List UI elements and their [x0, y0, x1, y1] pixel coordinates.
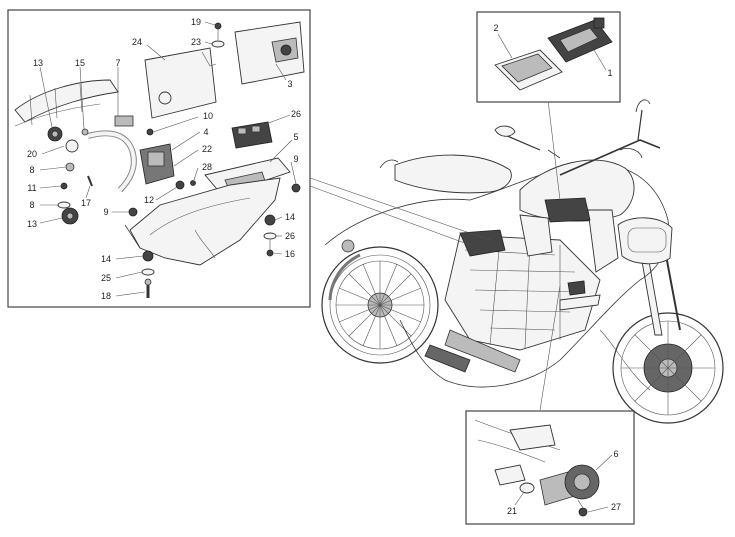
callout-26-upper: 26 — [291, 109, 301, 119]
callout-3: 3 — [287, 79, 292, 89]
callout-15: 15 — [75, 58, 85, 68]
callout-14-right: 14 — [285, 212, 295, 222]
callout-18: 18 — [101, 291, 111, 301]
rear-wheel — [321, 246, 439, 364]
callout-2: 2 — [493, 23, 498, 33]
callout-9-left: 9 — [103, 207, 108, 217]
callout-23: 23 — [191, 37, 201, 47]
callout-labels: 19 23 24 3 13 15 7 10 4 26 5 20 22 28 8 … — [27, 17, 621, 516]
rear-electrics-inset — [7, 9, 311, 308]
callout-13-upper: 13 — [33, 58, 43, 68]
front-wheel — [612, 312, 724, 424]
leader-lines — [309, 99, 561, 411]
callout-21: 21 — [507, 506, 517, 516]
callout-6: 6 — [613, 449, 618, 459]
callout-7: 7 — [115, 58, 120, 68]
motorcycle-illustration — [321, 99, 724, 424]
callout-28: 28 — [202, 162, 212, 172]
callout-24: 24 — [132, 37, 142, 47]
callout-13-lower: 13 — [27, 219, 37, 229]
callout-27: 27 — [611, 502, 621, 512]
ecu-inset — [476, 11, 621, 103]
horn-inset — [465, 410, 635, 525]
callout-10: 10 — [203, 111, 213, 121]
callout-4: 4 — [203, 127, 208, 137]
callout-12: 12 — [144, 195, 154, 205]
callout-20: 20 — [27, 149, 37, 159]
callout-17: 17 — [81, 198, 91, 208]
callout-leaders — [39, 21, 613, 513]
callout-1: 1 — [607, 68, 612, 78]
callout-22: 22 — [202, 144, 212, 154]
callout-14-left: 14 — [101, 254, 111, 264]
callout-9-right: 9 — [293, 154, 298, 164]
callout-26-lower: 26 — [285, 231, 295, 241]
callout-11: 11 — [27, 183, 36, 193]
callout-19: 19 — [191, 17, 201, 27]
callout-5: 5 — [293, 132, 298, 142]
callout-8-upper: 8 — [29, 165, 34, 175]
callout-25: 25 — [101, 273, 111, 283]
callout-16: 16 — [285, 249, 295, 259]
callout-8-lower: 8 — [29, 200, 34, 210]
